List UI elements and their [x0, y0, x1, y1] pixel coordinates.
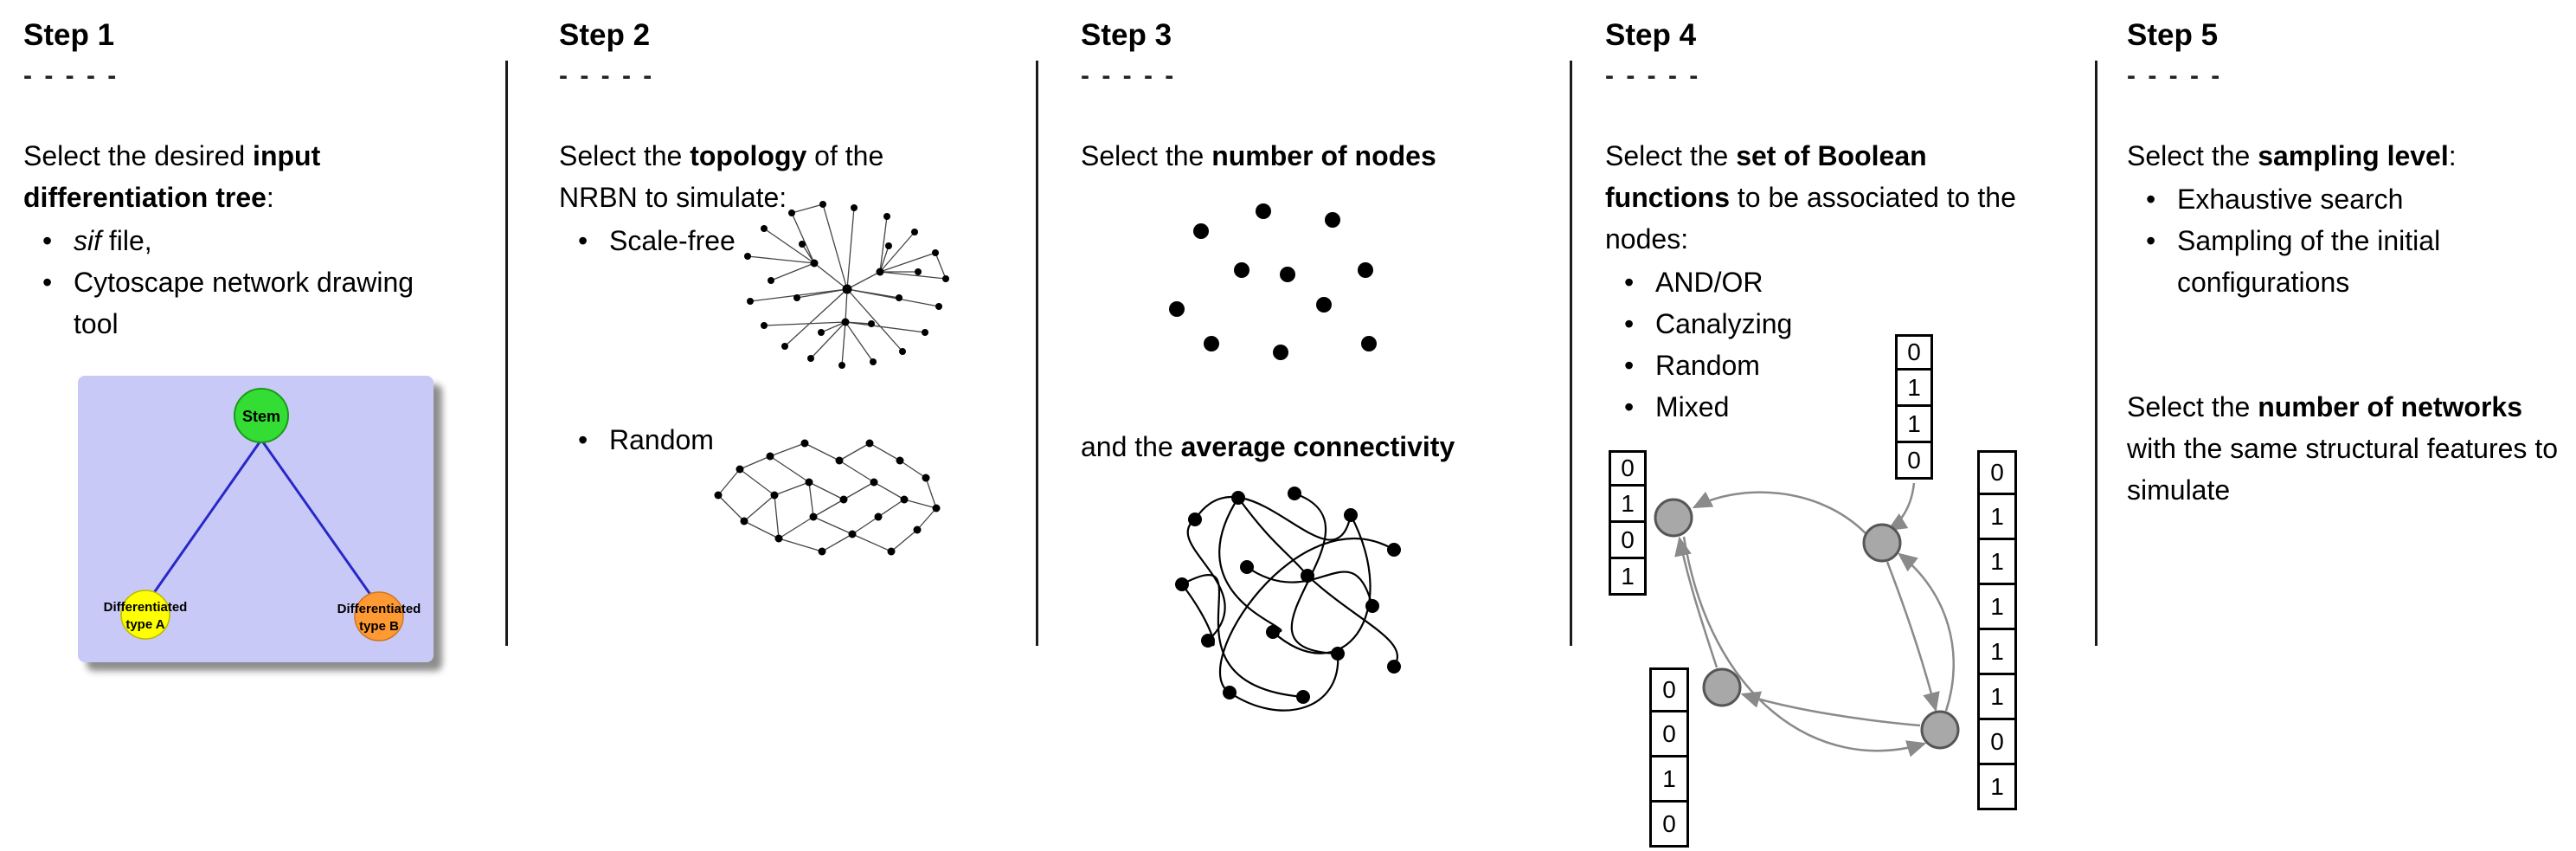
step4-column: Step 4 - - - - - Select the set of Boole…: [1605, 17, 2038, 848]
step5-column: Step 5 - - - - - Select the sampling lev…: [2127, 17, 2564, 511]
truth-table-cell: 0: [1895, 334, 1933, 371]
truth-table-cell: 0: [1895, 443, 1933, 480]
tangle-edges: [1180, 492, 1398, 712]
truth-table-cell: 0: [1977, 720, 2017, 765]
tangle-nodes: [1175, 487, 1401, 704]
type-b-node: [354, 591, 404, 641]
column-divider-4: [2095, 61, 2097, 646]
truth-table-top: 0 1 1 0: [1895, 334, 1933, 480]
truth-table-cell: 1: [1609, 559, 1647, 596]
step5-dashes: - - - - -: [2127, 61, 2223, 90]
step4-intro: Select the set of Boolean functions to b…: [1605, 140, 2016, 255]
differentiation-tree-svg: Stem Differentiated type A Differentiate…: [104, 388, 421, 641]
step2-bullet-list: Scale-free: [559, 220, 966, 261]
step3-title: Step 3: [1081, 18, 1172, 52]
truth-table-cell: 1: [1609, 487, 1647, 523]
truth-table-cell: 0: [1649, 803, 1689, 848]
truth-table-bottom: 0 0 1 0: [1649, 667, 1689, 848]
truth-table-cell: 1: [1649, 758, 1689, 803]
type-a-label-line2: type A: [125, 617, 164, 632]
network-node-b: [1862, 523, 1902, 563]
truth-table-cell: 0: [1649, 712, 1689, 758]
step1-title: Step 1: [23, 18, 115, 52]
scattered-dots: [1169, 203, 1377, 360]
random-network-graphic: [692, 409, 959, 581]
boolean-network-arrows: [1674, 482, 1956, 758]
network-node-a: [1654, 498, 1693, 538]
bullet-scale-free: Scale-free: [559, 220, 966, 261]
truth-table-cell: 1: [1977, 495, 2017, 540]
scale-free-nodes: [744, 201, 949, 369]
truth-table-cell: 0: [1609, 450, 1647, 487]
stem-node: [234, 388, 289, 443]
bullet-cytoscape: Cytoscape network drawing tool: [23, 261, 439, 345]
stem-label: Stem: [242, 408, 280, 425]
truth-table-cell: 1: [1895, 371, 1933, 407]
truth-table-left: 0 1 0 1: [1609, 450, 1647, 596]
step3-line2: and the average connectivity: [1081, 431, 1455, 462]
step3-dashes: - - - - -: [1081, 61, 1177, 90]
truth-table-cell: 0: [1609, 523, 1647, 559]
nodes-dots-graphic: [1151, 192, 1402, 397]
bullet-random: Random: [559, 419, 819, 461]
bullet-sampling-initial: Sampling of the initial configurations: [2127, 220, 2564, 303]
bullet-sif-file: sif file,: [23, 220, 439, 261]
bullet-and-or: AND/OR: [1605, 261, 2038, 303]
tree-edge-b: [260, 439, 379, 605]
column-divider-2: [1036, 61, 1038, 646]
type-b-label-line1: Differentiated: [337, 602, 421, 616]
step2-column: Step 2 - - - - - Select the topology of …: [559, 17, 966, 556]
step5-title: Step 5: [2127, 18, 2219, 52]
column-divider-1: [505, 61, 508, 646]
boolean-network-nodes: [1654, 498, 1960, 750]
type-b-label-line2: type B: [359, 619, 399, 634]
step2-bullet-random: Random: [559, 419, 819, 461]
type-a-label-line1: Differentiated: [104, 600, 188, 615]
random-network-edges: [717, 442, 937, 552]
truth-table-cell: 1: [1977, 585, 2017, 630]
truth-table-cell: 1: [1977, 630, 2017, 675]
network-node-c: [1702, 667, 1742, 707]
step3-line1: Select the number of nodes: [1081, 140, 1436, 171]
step1-bullet-list: sif file, Cytoscape network drawing tool: [23, 220, 439, 345]
column-divider-3: [1570, 61, 1572, 646]
truth-table-cell: 1: [1977, 765, 2017, 810]
step4-title: Step 4: [1605, 18, 1697, 52]
bullet-mixed: Mixed: [1605, 386, 2038, 428]
step5-intro: Select the sampling level:: [2127, 140, 2457, 171]
scale-free-edges: [747, 203, 947, 366]
boolean-network-graphic: 0 1 1 0 0 1 0 1 0 0 1 0 0 1 1 1: [1602, 334, 2086, 851]
tree-edge-a: [145, 439, 263, 603]
truth-table-cell: 1: [1895, 407, 1933, 443]
step5-bullet-list: Exhaustive search Sampling of the initia…: [2127, 178, 2564, 303]
truth-table-cell: 0: [1649, 667, 1689, 712]
differentiation-tree-graphic: Stem Differentiated type A Differentiate…: [78, 376, 434, 662]
connectivity-tangle-graphic: [1134, 467, 1418, 723]
truth-table-right: 0 1 1 1 1 1 0 1: [1977, 450, 2017, 810]
step5-second-paragraph: Select the number of networks with the s…: [2127, 391, 2558, 506]
bullet-canalyzing: Canalyzing: [1605, 303, 2038, 345]
step3-column: Step 3 - - - - - Select the number of no…: [1081, 17, 1565, 712]
truth-table-cell: 1: [1977, 675, 2017, 720]
step4-bullet-list: AND/OR Canalyzing Random Mixed: [1605, 261, 2038, 428]
network-node-d: [1920, 710, 1960, 750]
random-network-nodes: [714, 439, 941, 556]
step2-dashes: - - - - -: [559, 61, 655, 90]
bullet-random-fn: Random: [1605, 345, 2038, 386]
truth-table-cell: 0: [1977, 450, 2017, 495]
step2-title: Step 2: [559, 18, 651, 52]
step1-intro: Select the desired input differentiation…: [23, 140, 321, 213]
type-a-node: [120, 590, 170, 640]
step4-dashes: - - - - -: [1605, 61, 1701, 90]
scale-free-network-graphic: [717, 192, 968, 397]
step1-dashes: - - - - -: [23, 61, 119, 90]
step1-column: Step 1 - - - - - Select the desired inpu…: [23, 17, 439, 662]
truth-table-cell: 1: [1977, 540, 2017, 585]
step2-intro: Select the topology of the NRBN to simul…: [559, 140, 884, 213]
bullet-exhaustive-search: Exhaustive search: [2127, 178, 2564, 220]
